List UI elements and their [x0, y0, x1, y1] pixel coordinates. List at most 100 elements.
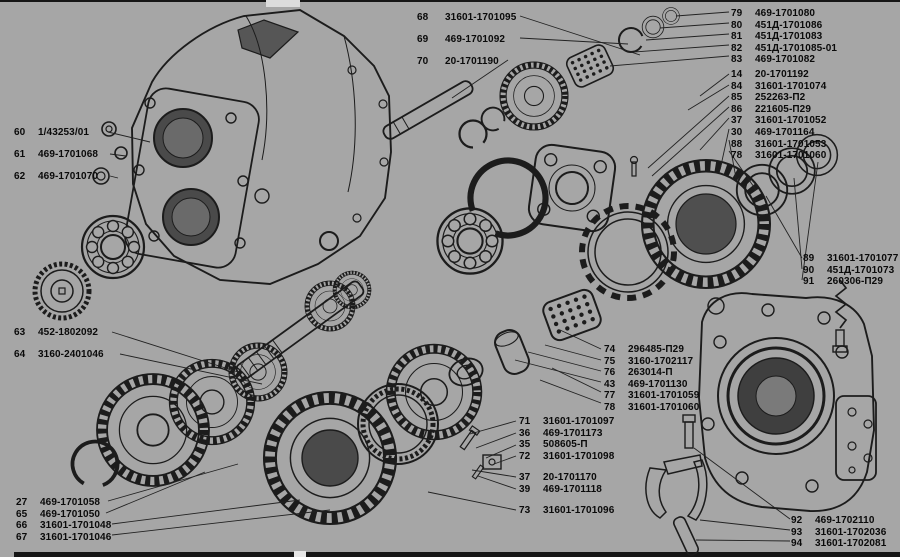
synchro-hub-assembly: [264, 345, 482, 525]
part-index: 70: [417, 56, 429, 67]
part-index: 27: [16, 497, 28, 508]
label-group-center-lower-2: 37 20-1701170 39 469-1701118: [519, 472, 602, 495]
large-snap-ring: [460, 150, 556, 246]
part-label: 27 469-1701058: [16, 497, 111, 508]
scan-notch-bottom: [294, 551, 306, 557]
part-number: 469-1701050: [40, 508, 101, 520]
filler-plug-boss: [237, 19, 300, 59]
part-number: 469-1701164: [755, 126, 815, 138]
part-index: 37: [519, 472, 531, 483]
part-label: 37 20-1701170: [519, 472, 602, 483]
part-label: 77 31601-1701059: [604, 390, 699, 401]
part-number: 31601-1701048: [40, 520, 112, 532]
part-index: 65: [16, 508, 28, 520]
part-number: 31601-1701060: [755, 150, 827, 162]
scan-border-bottom: [14, 552, 900, 557]
gearbox-housing: [124, 9, 392, 285]
part-index: 30: [731, 126, 743, 138]
part-index: 89: [803, 253, 815, 264]
part-number: 469-1701080: [755, 8, 816, 19]
countershaft-gear-cluster: [97, 343, 287, 486]
part-index: 80: [731, 19, 743, 31]
part-number: 260306-П29: [827, 276, 884, 288]
part-number: 31601-1701059: [628, 390, 700, 402]
part-number: 451Д-1701086: [755, 19, 823, 31]
part-index: 64: [14, 349, 26, 360]
part-number: 452-1802092: [38, 327, 99, 338]
part-number: 469-1701092: [445, 34, 506, 45]
bearing-retainer-plate: [527, 143, 617, 233]
part-index: 39: [519, 483, 531, 495]
part-index: 77: [604, 390, 616, 402]
part-number: 31601-1702081: [815, 538, 887, 550]
part-index: 60: [14, 127, 26, 138]
part-number: 221605-П29: [755, 103, 812, 115]
part-number: 469-1701068: [38, 149, 99, 160]
main-shaft: [235, 280, 365, 380]
part-label: 30 469-1701164: [731, 127, 826, 138]
part-index: 76: [604, 367, 616, 379]
part-number: 252263-П2: [755, 92, 806, 104]
part-label: 89 31601-1701077: [803, 253, 898, 264]
rear-housing: [698, 292, 877, 512]
part-number: 31601-1701046: [40, 531, 112, 543]
part-number: 3160-1702117: [628, 355, 694, 367]
part-number: 20-1701190: [445, 56, 499, 67]
lock-bolt: [459, 425, 481, 451]
part-number: 469-1702110: [815, 515, 875, 526]
part-index: 67: [16, 531, 28, 543]
knurled-cover-disc: [32, 261, 92, 321]
part-number: 31601-1701060: [628, 401, 700, 413]
roller-bearing-cage-upper: [563, 41, 617, 91]
part-label: 67 31601-1701046: [16, 532, 111, 543]
part-number: 20-1701170: [543, 472, 597, 483]
part-index: 88: [731, 138, 743, 150]
part-label: 64 3160-2401046: [14, 349, 104, 360]
part-label: 65 469-1701050: [16, 509, 111, 520]
part-number: 3160-2401046: [38, 349, 104, 360]
part-index: 68: [417, 12, 429, 23]
part-index: 43: [604, 378, 616, 390]
part-number: 469-1701082: [755, 54, 816, 66]
part-number: 31601-1701096: [543, 505, 615, 516]
drain-plug: [319, 231, 339, 251]
side-mount-pad: [835, 395, 877, 481]
part-number: 31601-1701077: [827, 253, 899, 264]
part-number: 469-1701118: [543, 483, 602, 495]
plugs-and-breather: [92, 121, 128, 185]
part-index: 69: [417, 34, 429, 45]
part-number: 451Д-1701085-01: [755, 42, 838, 54]
part-number: 31601-1701098: [543, 450, 615, 462]
scan-notch-top: [266, 0, 300, 7]
part-number: 469-1701058: [40, 497, 101, 508]
washer-upper: [641, 15, 665, 39]
